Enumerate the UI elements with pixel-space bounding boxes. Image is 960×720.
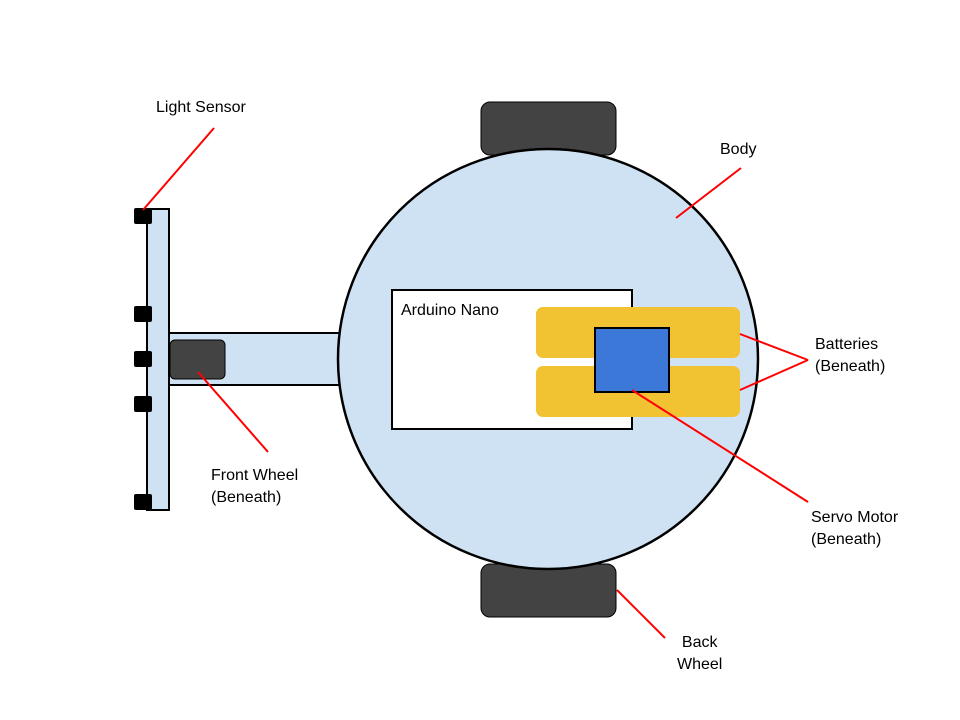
light-sensor-5 bbox=[134, 494, 152, 510]
leader-servo-motor bbox=[631, 389, 809, 503]
label-front-wheel-line1: Front Wheel bbox=[211, 467, 299, 484]
label-front-wheel-line2: (Beneath) bbox=[211, 489, 282, 506]
leader-light-sensor bbox=[142, 127, 215, 211]
leader-batteries-top bbox=[739, 333, 809, 361]
label-arduino-nano: Arduino Nano bbox=[401, 302, 499, 319]
leader-body bbox=[675, 167, 742, 219]
front-wheel bbox=[169, 339, 226, 380]
leader-front-wheel bbox=[197, 371, 269, 453]
label-back-wheel-line2: Wheel bbox=[677, 656, 723, 673]
light-sensor-4 bbox=[134, 396, 152, 412]
light-sensor-1 bbox=[134, 208, 152, 224]
leader-batteries-bottom bbox=[739, 359, 809, 391]
light-sensor-3 bbox=[134, 351, 152, 367]
label-batteries: Batteries (Beneath) bbox=[815, 334, 885, 378]
label-servo-motor-line2: (Beneath) bbox=[811, 531, 882, 548]
top-wheel bbox=[480, 101, 617, 156]
label-batteries-line2: (Beneath) bbox=[815, 358, 886, 375]
label-front-wheel: Front Wheel (Beneath) bbox=[211, 465, 298, 509]
label-back-wheel: Back Wheel bbox=[677, 632, 722, 676]
back-wheel bbox=[480, 563, 617, 618]
label-light-sensor: Light Sensor bbox=[156, 99, 246, 116]
label-body: Body bbox=[720, 141, 757, 158]
label-batteries-line1: Batteries bbox=[815, 336, 879, 353]
servo-motor bbox=[594, 327, 670, 393]
label-back-wheel-line1: Back bbox=[681, 634, 718, 651]
light-sensor-2 bbox=[134, 306, 152, 322]
label-servo-motor: Servo Motor (Beneath) bbox=[811, 507, 898, 551]
leader-back-wheel bbox=[616, 589, 666, 639]
label-servo-motor-line1: Servo Motor bbox=[811, 509, 899, 526]
